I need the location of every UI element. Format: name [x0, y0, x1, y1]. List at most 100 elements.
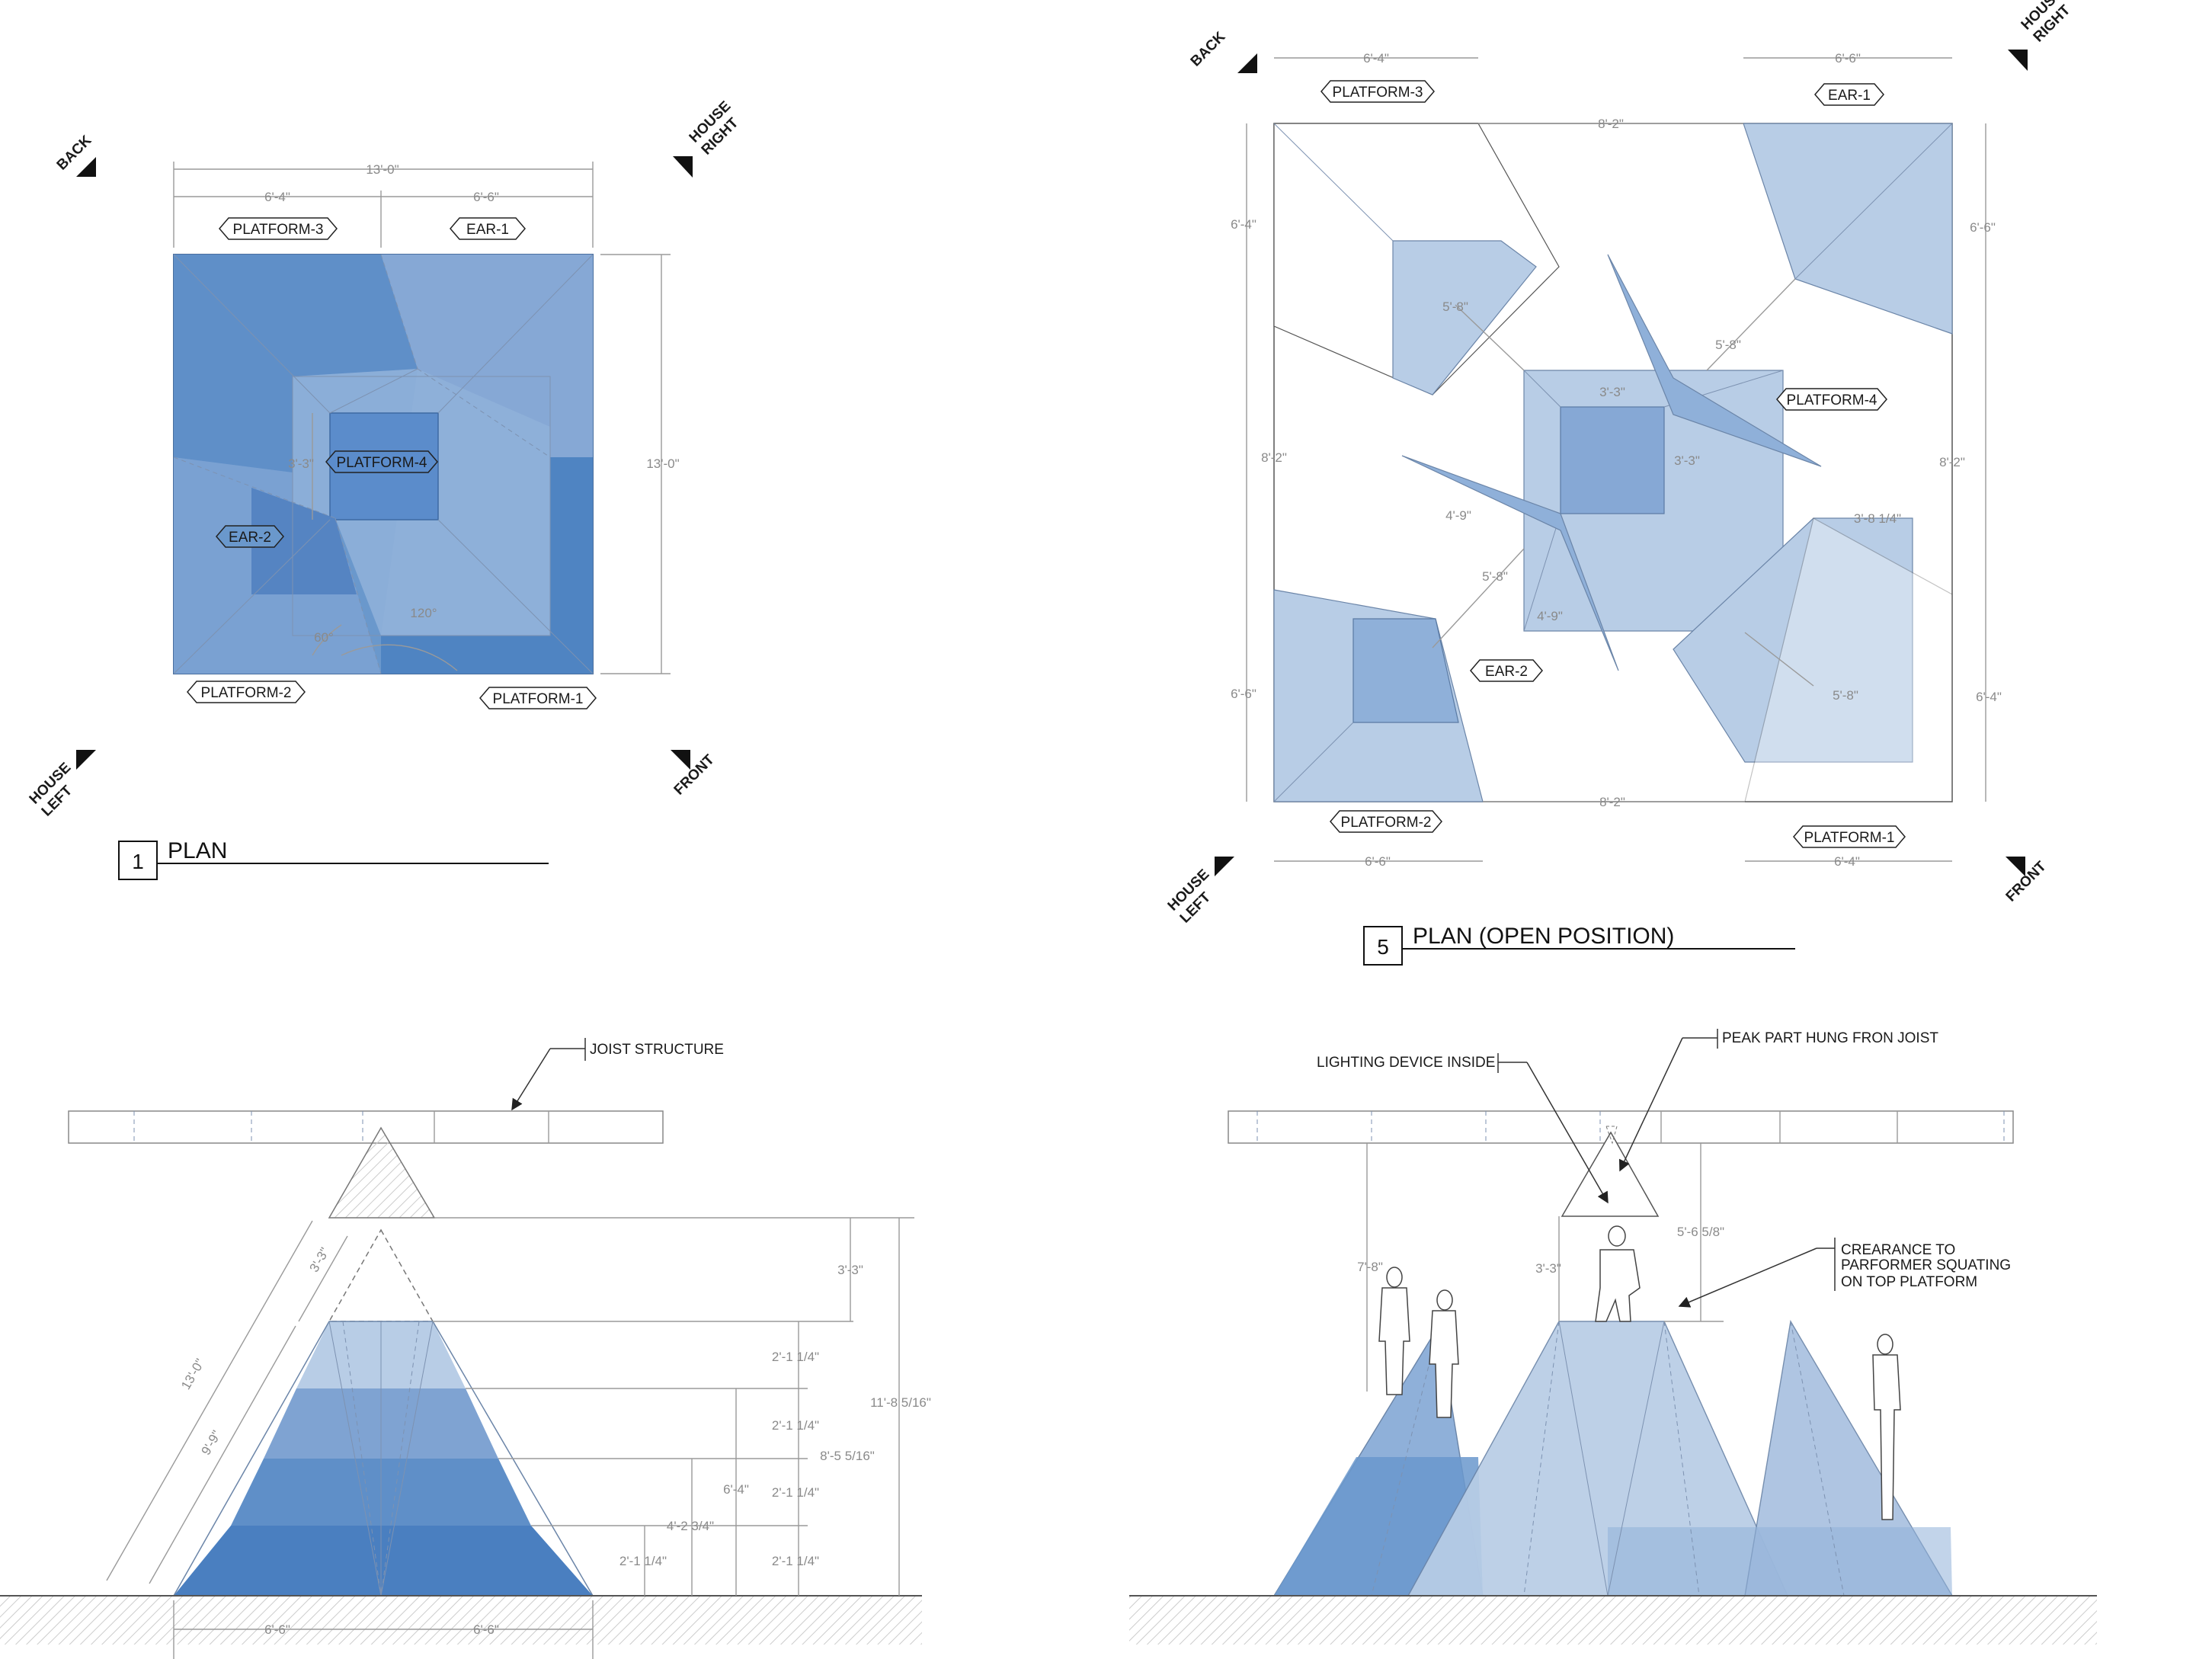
elevation-left: 13'-0" 9'-9" 3'-3" 6'-6" 6'-6" 2'-1 1/4"…: [0, 1038, 931, 1659]
p5-dim-5-8-c: 5'-8": [1482, 569, 1508, 584]
p5-dim-left-mid: 8'-2": [1261, 450, 1287, 465]
p5-tag-platform-4: PLATFORM-4: [1776, 388, 1887, 411]
note-joist-structure: JOIST STRUCTURE: [511, 1038, 724, 1111]
dim-angle-120: 120°: [410, 606, 437, 620]
elev2-dim-3-3: 3'-3": [1535, 1261, 1561, 1276]
svg-text:ON TOP PLATFORM: ON TOP PLATFORM: [1841, 1274, 1977, 1290]
svg-text:PLATFORM-1: PLATFORM-1: [1804, 830, 1895, 846]
elev-base-left: 6'-6": [264, 1622, 290, 1637]
elev-cum-1: 2'-1 1/4": [619, 1554, 667, 1568]
svg-text:EAR-2: EAR-2: [229, 530, 271, 546]
note-lighting-device: LIGHTING DEVICE INSIDE: [1317, 1053, 1609, 1204]
plan-5-open: 6'-4" 6'-6" 8'-2" 6'-4" 8'-2" 6'-6" 6'-6…: [1165, 0, 2074, 966]
elev-cum-2: 4'-2 3/4": [667, 1519, 714, 1533]
elev-base-right: 6'-6": [473, 1622, 499, 1637]
direction-house-left: HOUSE LEFT: [27, 750, 96, 820]
p5-tag-platform-2: PLATFORM-2: [1330, 810, 1442, 833]
title-plan-1: 1 PLAN: [118, 838, 549, 880]
svg-text:PEAK PART HUNG FRON JOIST: PEAK PART HUNG FRON JOIST: [1722, 1030, 1938, 1046]
tag-platform-3: PLATFORM-3: [219, 217, 338, 240]
p5-dim-3-3-b: 3'-3": [1674, 453, 1700, 468]
svg-text:PLATFORM-1: PLATFORM-1: [493, 691, 584, 707]
p5-direction-house-right: HOUSE RIGHT: [2008, 0, 2074, 71]
tag-ear-1: EAR-1: [450, 217, 526, 240]
p5-dim-top-right: 6'-6": [1835, 51, 1861, 66]
tag-platform-2: PLATFORM-2: [187, 681, 306, 703]
svg-text:JOIST STRUCTURE: JOIST STRUCTURE: [590, 1042, 724, 1058]
p5-dim-5-8-d: 5'-8": [1833, 688, 1858, 703]
svg-text:PLATFORM-2: PLATFORM-2: [201, 685, 292, 701]
elev-top: 3'-3": [837, 1263, 863, 1277]
svg-text:PLATFORM-3: PLATFORM-3: [1333, 85, 1423, 101]
p5-dim-top-left: 6'-4": [1363, 51, 1389, 66]
p5-dim-5-8-b: 5'-8": [1715, 338, 1741, 352]
svg-text:1: 1: [132, 850, 144, 873]
svg-text:5: 5: [1377, 935, 1389, 959]
elev-tier-4: 2'-1 1/4": [772, 1350, 819, 1364]
p5-dim-4-9-b: 4'-9": [1537, 609, 1563, 623]
elev2-dim-7-8: 7'-8": [1357, 1260, 1383, 1274]
p5-tag-ear-2: EAR-2: [1470, 659, 1543, 682]
svg-text:PLAN: PLAN: [168, 838, 227, 863]
svg-text:FRONT: FRONT: [2003, 858, 2050, 905]
svg-text:EAR-1: EAR-1: [466, 222, 509, 238]
note-peak-part: PEAK PART HUNG FRON JOIST: [1618, 1029, 1938, 1172]
elev-overall: 11'-8 5/16": [870, 1395, 931, 1410]
svg-text:EAR-1: EAR-1: [1828, 88, 1871, 104]
direction-front: FRONT: [671, 750, 718, 799]
p5-direction-house-left: HOUSE LEFT: [1165, 857, 1234, 927]
plan-1: 13'-0" 6'-4" 6'-6" 13'-0" 3'-3" 120° 60°…: [27, 98, 742, 880]
elev-cum-3: 6'-4": [723, 1482, 749, 1497]
dim-left-width: 6'-4": [264, 190, 290, 204]
direction-back: BACK: [54, 133, 96, 177]
svg-text:FRONT: FRONT: [671, 751, 718, 798]
p5-dim-right-mid: 8'-2": [1939, 455, 1965, 469]
p5-tag-ear-1: EAR-1: [1814, 83, 1884, 106]
p5-dim-5-8-a: 5'-8": [1442, 299, 1468, 314]
tag-platform-1: PLATFORM-1: [479, 687, 597, 709]
dim-right-width: 6'-6": [473, 190, 499, 204]
svg-text:CREARANCE TO: CREARANCE TO: [1841, 1242, 1955, 1258]
elev-slant-overall: 13'-0": [178, 1356, 207, 1392]
elev-tier-3: 2'-1 1/4": [772, 1418, 819, 1433]
svg-text:PARFORMER SQUATING: PARFORMER SQUATING: [1841, 1257, 2011, 1273]
tag-ear-2: EAR-2: [216, 525, 284, 548]
p5-dim-3-8-1-4: 3'-8 1/4": [1854, 511, 1901, 526]
p5-dim-bottom-left: 6'-6": [1365, 854, 1391, 869]
elev-tier-1: 2'-1 1/4": [772, 1554, 819, 1568]
p5-tag-platform-1: PLATFORM-1: [1793, 825, 1906, 848]
svg-text:PLAN (OPEN POSITION): PLAN (OPEN POSITION): [1413, 924, 1674, 949]
svg-text:BACK: BACK: [1188, 29, 1229, 70]
p5-dim-left-bottom: 6'-6": [1231, 687, 1256, 701]
p5-dim-4-9-a: 4'-9": [1445, 508, 1471, 523]
elev2-dim-5-6: 5'-6 5/8": [1677, 1225, 1724, 1239]
dim-angle-60: 60°: [314, 630, 334, 645]
elevation-right: 7'-8" 3'-3" 5'-6 5/8" LIGHTING DEVICE IN…: [1129, 1029, 2097, 1645]
dim-overall-width: 13'-0": [366, 162, 399, 177]
p5-dim-left-top: 6'-4": [1231, 217, 1256, 232]
direction-house-right: HOUSE RIGHT: [673, 98, 742, 178]
person-silhouette: [1378, 1225, 1901, 1520]
elev-slant-lower: 9'-9": [199, 1428, 224, 1458]
p5-dim-right-bottom: 6'-4": [1976, 690, 2002, 704]
p5-dim-3-3-a: 3'-3": [1599, 385, 1625, 399]
dim-overall-height: 13'-0": [646, 456, 679, 471]
p5-direction-front: FRONT: [2003, 857, 2050, 905]
p5-dim-top-gap: 8'-2": [1598, 117, 1624, 131]
note-clearance: CREARANCE TO PARFORMER SQUATING ON TOP P…: [1678, 1238, 2011, 1308]
svg-text:PLATFORM-2: PLATFORM-2: [1341, 815, 1432, 831]
tag-platform-4: PLATFORM-4: [325, 450, 438, 473]
p5-dim-bottom-gap: 8'-2": [1599, 795, 1625, 809]
p5-dim-right-top: 6'-6": [1970, 220, 1996, 235]
elev-tier-2: 2'-1 1/4": [772, 1485, 819, 1500]
svg-text:PLATFORM-3: PLATFORM-3: [233, 222, 324, 238]
p5-dim-bottom-right: 6'-4": [1834, 854, 1860, 869]
elev-cum-4: 8'-5 5/16": [820, 1449, 875, 1463]
svg-text:PLATFORM-4: PLATFORM-4: [1787, 392, 1877, 408]
svg-text:PLATFORM-4: PLATFORM-4: [337, 455, 427, 471]
p5-tag-platform-3: PLATFORM-3: [1320, 80, 1435, 103]
dim-inner: 3'-3": [288, 456, 314, 471]
svg-text:EAR-2: EAR-2: [1485, 664, 1528, 680]
title-plan-5: 5 PLAN (OPEN POSITION): [1363, 924, 1795, 966]
